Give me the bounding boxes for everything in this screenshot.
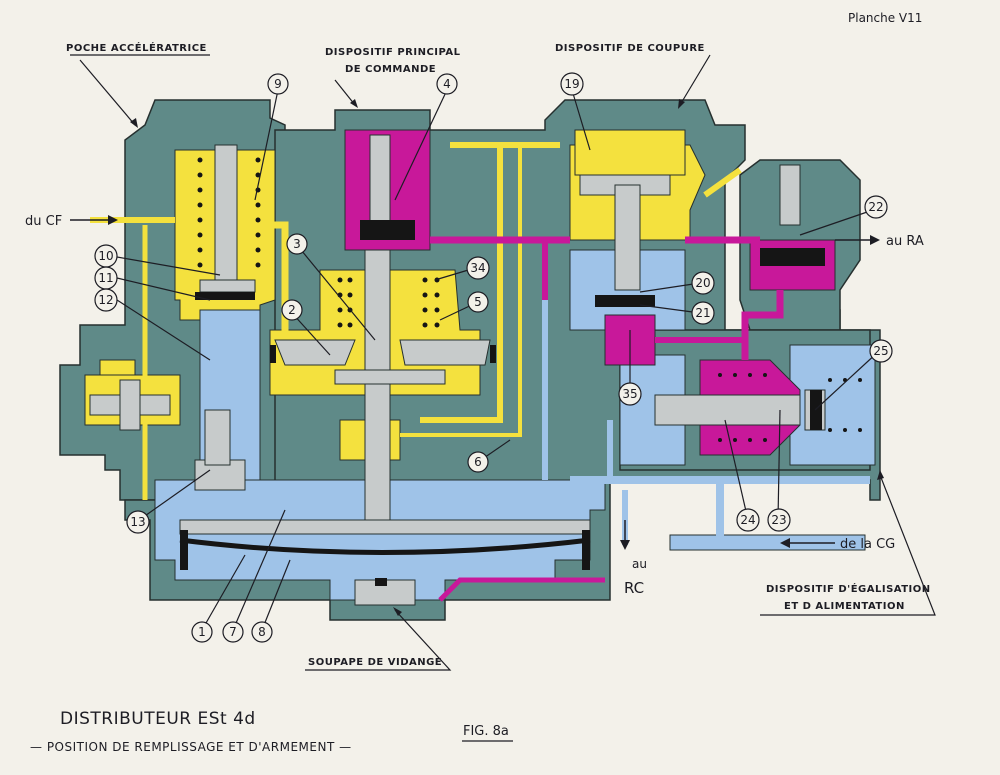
part-number-11: 11 xyxy=(94,266,118,290)
svg-text:5: 5 xyxy=(474,295,482,309)
label-dispositif-coupure: DISPOSITIF DE COUPURE xyxy=(555,43,705,54)
svg-text:3: 3 xyxy=(293,237,301,251)
part-number-7: 7 xyxy=(222,621,244,643)
part-number-20: 20 xyxy=(691,271,715,295)
figure-label: FIG. 8a xyxy=(463,724,509,739)
diagram-title: DISTRIBUTEUR ESt 4d xyxy=(60,709,256,729)
part-number-19: 19 xyxy=(560,72,584,96)
svg-text:11: 11 xyxy=(98,271,113,285)
svg-text:25: 25 xyxy=(873,344,888,358)
svg-text:7: 7 xyxy=(229,625,237,639)
part-number-1: 1 xyxy=(191,621,213,643)
label-dispositif-principal: DISPOSITIF PRINCIPAL xyxy=(325,47,461,58)
svg-text:2: 2 xyxy=(288,303,296,317)
svg-text:13: 13 xyxy=(130,515,145,529)
part-number-35: 35 xyxy=(618,382,642,406)
part-number-3: 3 xyxy=(286,233,308,255)
part-number-9: 9 xyxy=(267,73,289,95)
flow-label-de-la-cg: de la CG xyxy=(840,537,895,552)
label-de-commande: DE COMMANDE xyxy=(345,64,436,75)
label-et-alimentation: ET D ALIMENTATION xyxy=(784,601,905,612)
svg-text:10: 10 xyxy=(98,249,113,263)
svg-text:6: 6 xyxy=(474,455,482,469)
diaphragms xyxy=(179,220,825,586)
svg-text:21: 21 xyxy=(695,306,710,320)
svg-text:35: 35 xyxy=(622,387,637,401)
part-number-25: 25 xyxy=(869,339,893,363)
part-number-21: 21 xyxy=(691,301,715,325)
flow-label-au-ra: au RA xyxy=(886,234,924,249)
part-leaders xyxy=(116,89,879,631)
part-number-5: 5 xyxy=(467,291,489,313)
svg-text:24: 24 xyxy=(740,513,755,527)
svg-text:12: 12 xyxy=(98,293,113,307)
svg-text:8: 8 xyxy=(258,625,266,639)
part-number-10: 10 xyxy=(94,244,118,268)
springs xyxy=(197,157,862,442)
label-dispositif-egalisation: DISPOSITIF D'ÉGALISATION xyxy=(766,582,931,595)
svg-text:23: 23 xyxy=(771,513,786,527)
label-poche-acceleratrice: POCHE ACCÉLÉRATRICE xyxy=(66,41,207,54)
label-soupape-vidange: SOUPAPE DE VIDANGE xyxy=(308,657,442,668)
flow-label-au: au xyxy=(632,557,647,571)
part-number-12: 12 xyxy=(94,288,118,312)
svg-text:22: 22 xyxy=(868,200,883,214)
svg-text:20: 20 xyxy=(695,276,710,290)
plate-label: Planche V11 xyxy=(848,11,922,25)
flow-label-rc: RC xyxy=(624,579,644,597)
svg-text:1: 1 xyxy=(198,625,206,639)
section-leaders xyxy=(70,54,936,671)
part-number-4: 4 xyxy=(436,73,458,95)
part-number-2: 2 xyxy=(281,299,303,321)
part-number-6: 6 xyxy=(467,451,489,473)
flow-arrows xyxy=(70,215,880,550)
part-number-24: 24 xyxy=(736,508,760,532)
svg-text:19: 19 xyxy=(564,77,579,91)
pistons xyxy=(89,134,826,606)
part-number-23: 23 xyxy=(767,508,791,532)
part-number-13: 13 xyxy=(126,510,150,534)
part-number-8: 8 xyxy=(251,621,273,643)
svg-text:9: 9 xyxy=(274,77,282,91)
svg-text:4: 4 xyxy=(443,77,451,91)
flow-label-du-cf: du CF xyxy=(25,214,62,229)
part-number-34: 34 xyxy=(466,256,490,280)
svg-text:34: 34 xyxy=(470,261,485,275)
part-number-22: 22 xyxy=(864,195,888,219)
diagram-subtitle: — POSITION DE REMPLISSAGE ET D'ARMEMENT … xyxy=(30,740,352,754)
